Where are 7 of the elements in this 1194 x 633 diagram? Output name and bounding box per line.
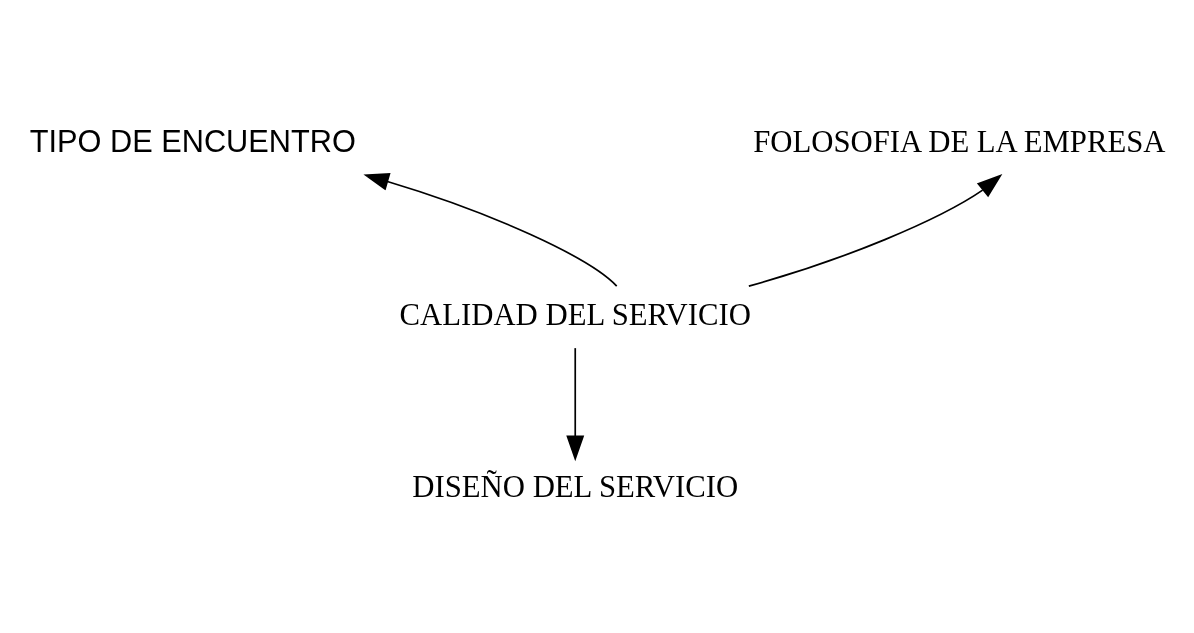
node-text: FOLOSOFIA DE LA EMPRESA — [753, 124, 1166, 159]
arrow — [363, 172, 618, 287]
node-text: DISEÑO DEL SERVICIO — [412, 469, 739, 504]
arrow — [566, 346, 585, 461]
node-text: TIPO DE ENCUENTRO — [29, 123, 356, 159]
arrow — [747, 173, 1003, 287]
node-text: CALIDAD DEL SERVICIO — [399, 297, 751, 332]
